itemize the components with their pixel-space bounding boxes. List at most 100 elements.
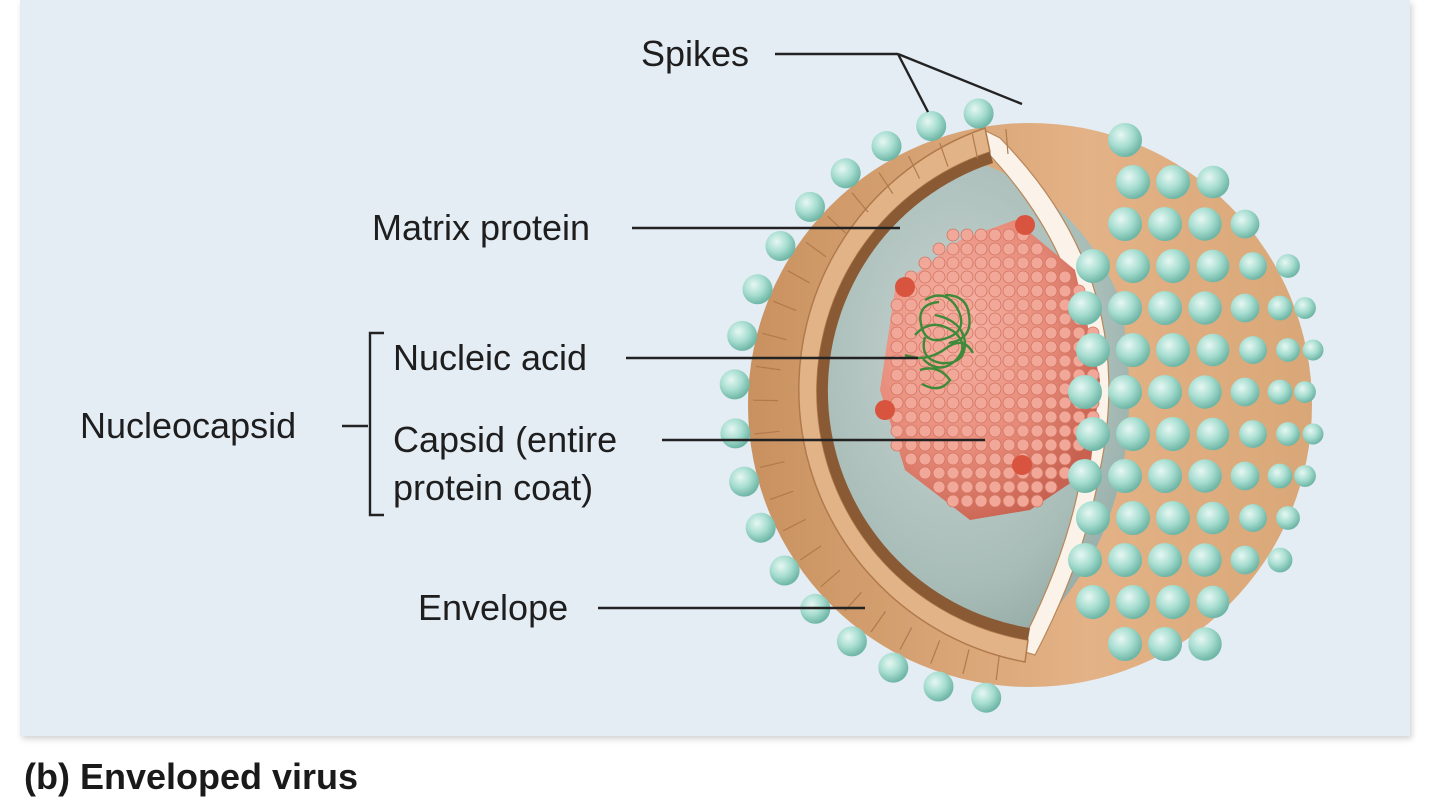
- spike: [1302, 423, 1324, 445]
- label-nucleocapsid: Nucleocapsid: [80, 331, 384, 517]
- nucleocapsid-label: Nucleocapsid: [80, 405, 296, 446]
- spike: [871, 131, 902, 162]
- spike: [1156, 585, 1190, 619]
- spike: [1196, 333, 1230, 367]
- spike: [1116, 585, 1150, 619]
- envelope-label: Envelope: [418, 587, 568, 628]
- spike: [1108, 291, 1142, 325]
- spike: [1148, 291, 1182, 325]
- spike: [1076, 501, 1110, 535]
- label-envelope: Envelope: [418, 587, 865, 628]
- spike: [1267, 295, 1293, 321]
- spike: [1076, 333, 1110, 367]
- spike: [1267, 547, 1293, 573]
- spike: [916, 111, 947, 141]
- spike: [1108, 123, 1142, 157]
- spike: [1156, 249, 1190, 283]
- spike: [1108, 543, 1142, 577]
- spike: [1230, 461, 1260, 491]
- spike: [1068, 291, 1102, 325]
- spike: [1230, 293, 1260, 323]
- spike: [1156, 417, 1190, 451]
- capsid-vertex: [1015, 215, 1035, 235]
- spike: [1156, 165, 1190, 199]
- spike: [1188, 543, 1222, 577]
- label-spikes: Spikes: [641, 33, 1023, 113]
- spike: [1276, 506, 1300, 530]
- spike: [1276, 254, 1300, 278]
- spike: [836, 626, 867, 657]
- spike: [1230, 545, 1260, 575]
- spike: [1230, 377, 1260, 407]
- label-capsid: Capsid (entire protein coat): [393, 419, 985, 508]
- spike: [1188, 459, 1222, 493]
- spike: [1196, 165, 1230, 199]
- spike: [971, 682, 1002, 713]
- spike: [1068, 375, 1102, 409]
- spikes-group: [719, 98, 1324, 713]
- spike: [1239, 504, 1267, 532]
- capsid-label-line1: Capsid (entire: [393, 419, 617, 460]
- capsid-label-line2: protein coat): [393, 467, 593, 508]
- spike: [1148, 543, 1182, 577]
- figure-caption: (b) Enveloped virus: [24, 756, 359, 797]
- spike: [1267, 463, 1293, 489]
- spike: [769, 555, 800, 586]
- spike: [1188, 207, 1222, 241]
- spike: [1294, 297, 1316, 319]
- capsid-vertex: [875, 400, 895, 420]
- nucleocapsid-bracket: [368, 331, 384, 517]
- spike: [1239, 420, 1267, 448]
- capsomere-pattern: [890, 228, 1100, 508]
- spike: [1188, 375, 1222, 409]
- spike: [1108, 375, 1142, 409]
- spike: [1267, 379, 1293, 405]
- spike: [1116, 333, 1150, 367]
- spike: [878, 652, 909, 683]
- spike: [1156, 333, 1190, 367]
- spike: [729, 466, 760, 497]
- spike: [1076, 417, 1110, 451]
- spike: [742, 274, 773, 305]
- label-nucleic-acid: Nucleic acid: [393, 337, 918, 378]
- spike: [1148, 207, 1182, 241]
- envelope-membrane-segments: [752, 129, 1009, 680]
- spike: [719, 369, 750, 400]
- spike: [830, 158, 861, 189]
- spikes-label: Spikes: [641, 33, 749, 74]
- spike: [1294, 465, 1316, 487]
- spike: [1108, 459, 1142, 493]
- spike: [963, 98, 994, 129]
- spike: [1230, 209, 1260, 239]
- spike: [795, 191, 825, 222]
- spike: [1148, 375, 1182, 409]
- spike: [1068, 543, 1102, 577]
- capsid-vertex: [1012, 455, 1032, 475]
- capsid-vertex: [895, 277, 915, 297]
- spike: [923, 671, 954, 702]
- spike: [1196, 501, 1230, 535]
- spike: [1108, 207, 1142, 241]
- spike: [1188, 291, 1222, 325]
- spike: [1116, 417, 1150, 451]
- spike: [720, 418, 751, 449]
- spike: [1076, 249, 1110, 283]
- matrix-protein-label: Matrix protein: [372, 207, 590, 248]
- spike: [1196, 417, 1230, 451]
- spike: [1302, 339, 1324, 361]
- spike: [745, 512, 776, 543]
- spike: [727, 320, 758, 351]
- spike: [1076, 585, 1110, 619]
- spike: [1196, 249, 1230, 283]
- spike: [1148, 459, 1182, 493]
- spike: [1116, 249, 1150, 283]
- spike: [1276, 422, 1300, 446]
- spike: [1276, 338, 1300, 362]
- nucleic-acid-label: Nucleic acid: [393, 337, 587, 378]
- spike: [1108, 627, 1142, 661]
- spike: [1068, 459, 1102, 493]
- spike: [1239, 252, 1267, 280]
- spike: [1148, 627, 1182, 661]
- spike: [1239, 336, 1267, 364]
